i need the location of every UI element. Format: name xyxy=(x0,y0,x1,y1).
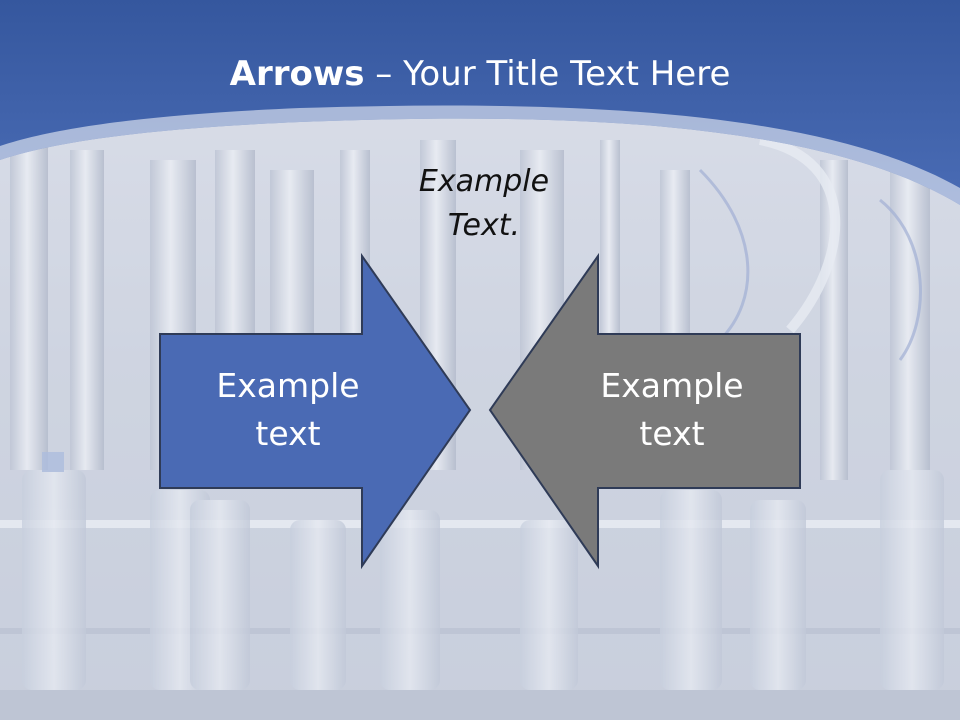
title-bold: Arrows xyxy=(229,54,365,94)
top-text-line1: Example xyxy=(418,164,550,199)
left-arrow-label: Example text xyxy=(188,362,388,458)
left-arrow-shape xyxy=(159,252,472,570)
left-arrow-line1: Example xyxy=(216,366,360,405)
right-arrow-line1: Example xyxy=(600,366,744,405)
right-arrow-line2: text xyxy=(639,414,705,453)
slide-title: Arrows – Your Title Text Here xyxy=(0,52,960,96)
top-text-box: Example Text. xyxy=(384,160,584,248)
right-arrow-label: Example text xyxy=(572,362,772,458)
left-arrow-line2: text xyxy=(255,414,321,453)
top-text-line2: Text. xyxy=(447,208,521,243)
right-arrow-shape xyxy=(488,252,801,570)
title-rest: – Your Title Text Here xyxy=(364,54,731,94)
